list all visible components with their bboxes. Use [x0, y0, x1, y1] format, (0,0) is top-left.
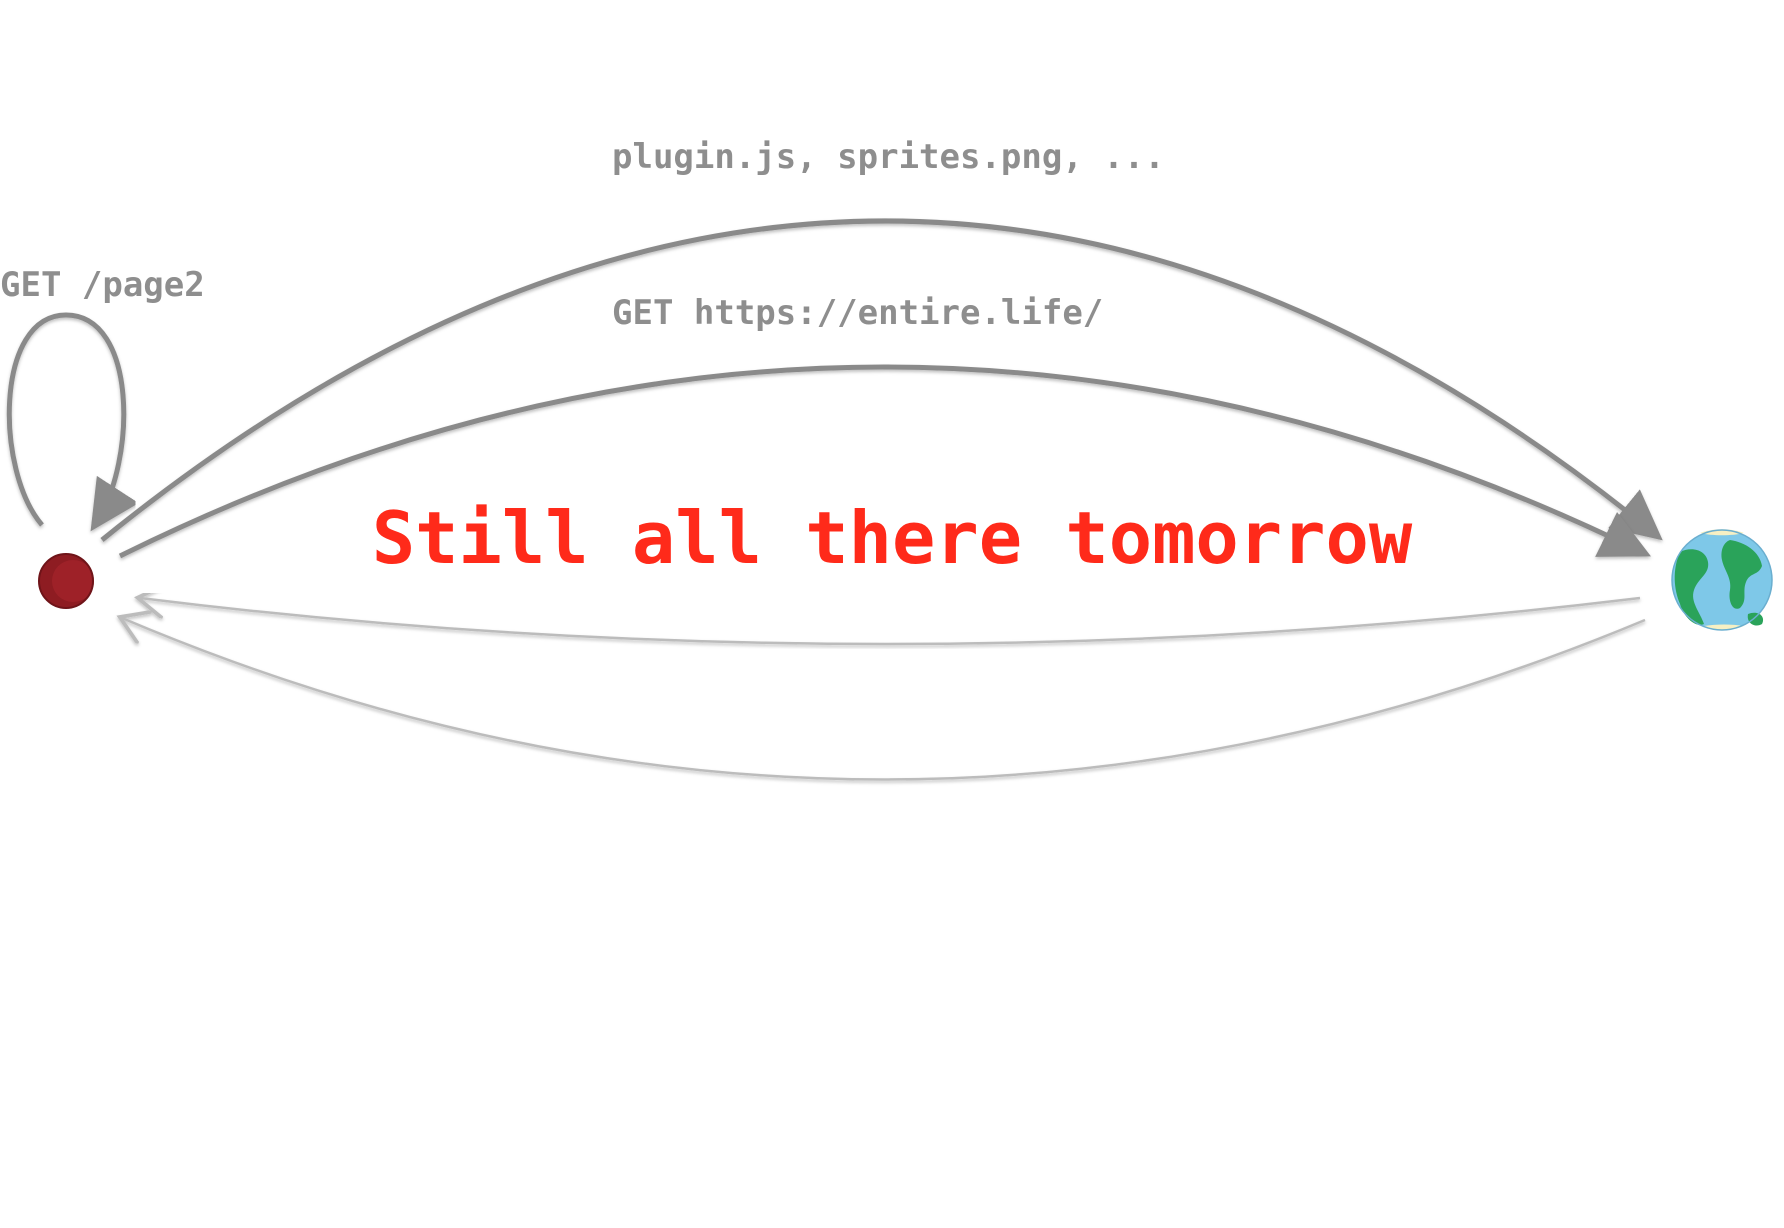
root-request-arrow — [118, 364, 1651, 559]
root-request-label: GET https://entire.life/ — [612, 293, 1104, 333]
headline: Still all there tomorrow — [371, 496, 1413, 580]
loop-request-arrow — [6, 312, 139, 532]
root-response-arrow — [140, 598, 1641, 646]
asset-request-label: plugin.js, sprites.png, ... — [612, 137, 1165, 177]
loop-request-label: GET /page2 — [0, 265, 205, 305]
red-dot-icon — [38, 553, 94, 609]
globe-icon — [1671, 529, 1773, 631]
asset-response-arrow — [122, 618, 1646, 781]
asset-request-arrow — [100, 218, 1663, 542]
